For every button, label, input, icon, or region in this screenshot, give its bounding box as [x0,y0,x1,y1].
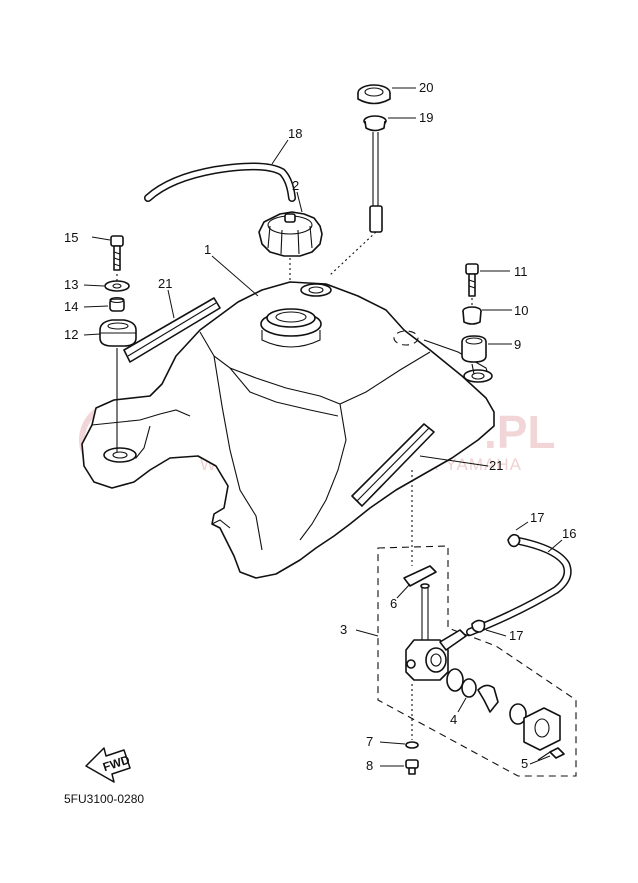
part-1-fuel-tank [81,281,495,579]
callout-17b: 17 [509,628,523,643]
callout-4: 4 [450,712,457,727]
callout-16: 16 [562,526,576,541]
callout-6: 6 [390,596,397,611]
callout-3: 3 [340,622,347,637]
callout-8: 8 [366,758,373,773]
callout-7: 7 [366,734,373,749]
callout-14: 14 [64,299,78,314]
part-8-drain-bolt [405,759,419,775]
part-19-breather [329,115,387,276]
part-2-fuel-cap [258,211,323,257]
diagram-code: 5FU3100-0280 [64,792,144,806]
callout-17a: 17 [530,510,544,525]
callout-20: 20 [419,80,433,95]
part-14-collar [109,296,125,312]
part-10-collar [462,306,482,325]
part-21-damper-right [351,423,435,507]
callout-18: 18 [288,126,302,141]
fuel-cock-assembly-box [377,545,577,777]
fwd-arrow-icon: FWD [85,747,132,783]
part-6-plate [403,565,437,587]
callout-13: 13 [64,277,78,292]
callout-11: 11 [514,264,528,279]
callout-10: 10 [514,303,528,318]
part-17-clip-upper [507,533,521,548]
part-17-clip-lower [471,619,486,633]
part-7-washer [405,741,419,749]
part-12-damper [99,319,137,347]
callout-9: 9 [514,337,521,352]
part-16-fuel-hose [466,536,572,636]
part-4-seal-set [446,668,561,751]
part-9-damper [461,335,487,363]
part-18-hose [144,162,296,202]
callout-5: 5 [521,756,528,771]
fuel-cock-body [405,583,467,681]
callout-15: 15 [64,230,78,245]
callout-21a: 21 [158,276,172,291]
part-21-damper-left [123,297,221,363]
callout-12: 12 [64,327,78,342]
callout-19: 19 [419,110,433,125]
callout-1: 1 [204,242,211,257]
part-13-washer [104,280,130,292]
part-5-screw [537,747,565,761]
callout-21b: 21 [489,458,503,473]
callout-2: 2 [292,178,299,193]
part-11-bolt [465,263,479,297]
part-15-bolt [110,235,124,271]
part-20-cap [357,84,391,105]
